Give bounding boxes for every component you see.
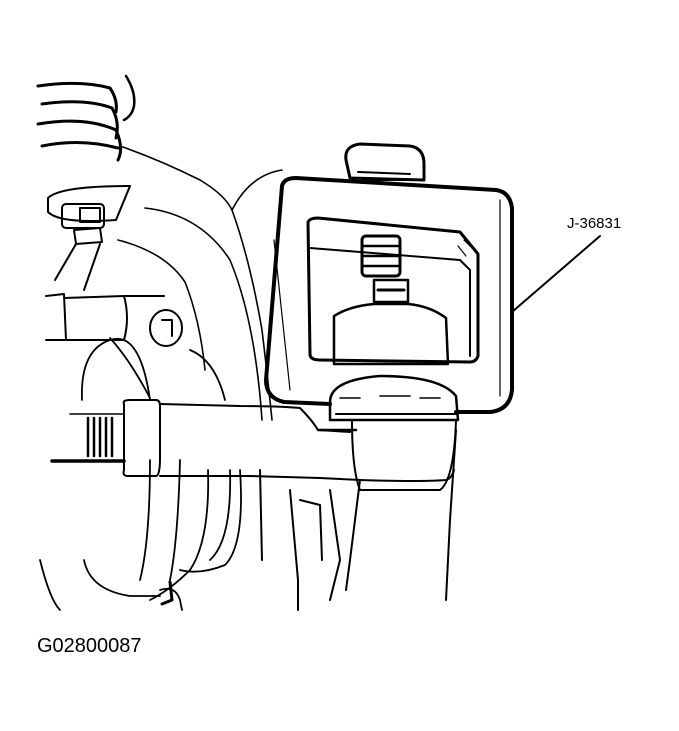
- upper-bolt: [47, 185, 131, 291]
- knuckle-outline: [117, 145, 283, 421]
- lower-knuckle: [259, 429, 457, 611]
- figure-id: G02800087: [37, 635, 142, 657]
- coil-spring: [36, 74, 136, 162]
- callout-leader: [511, 235, 601, 313]
- tie-rod-end: [328, 374, 460, 491]
- tie-rod-end-puller: [264, 142, 514, 414]
- tie-rod: [50, 399, 455, 482]
- hub-rings: [39, 337, 242, 611]
- tool-callout-label: J-36831: [567, 215, 622, 232]
